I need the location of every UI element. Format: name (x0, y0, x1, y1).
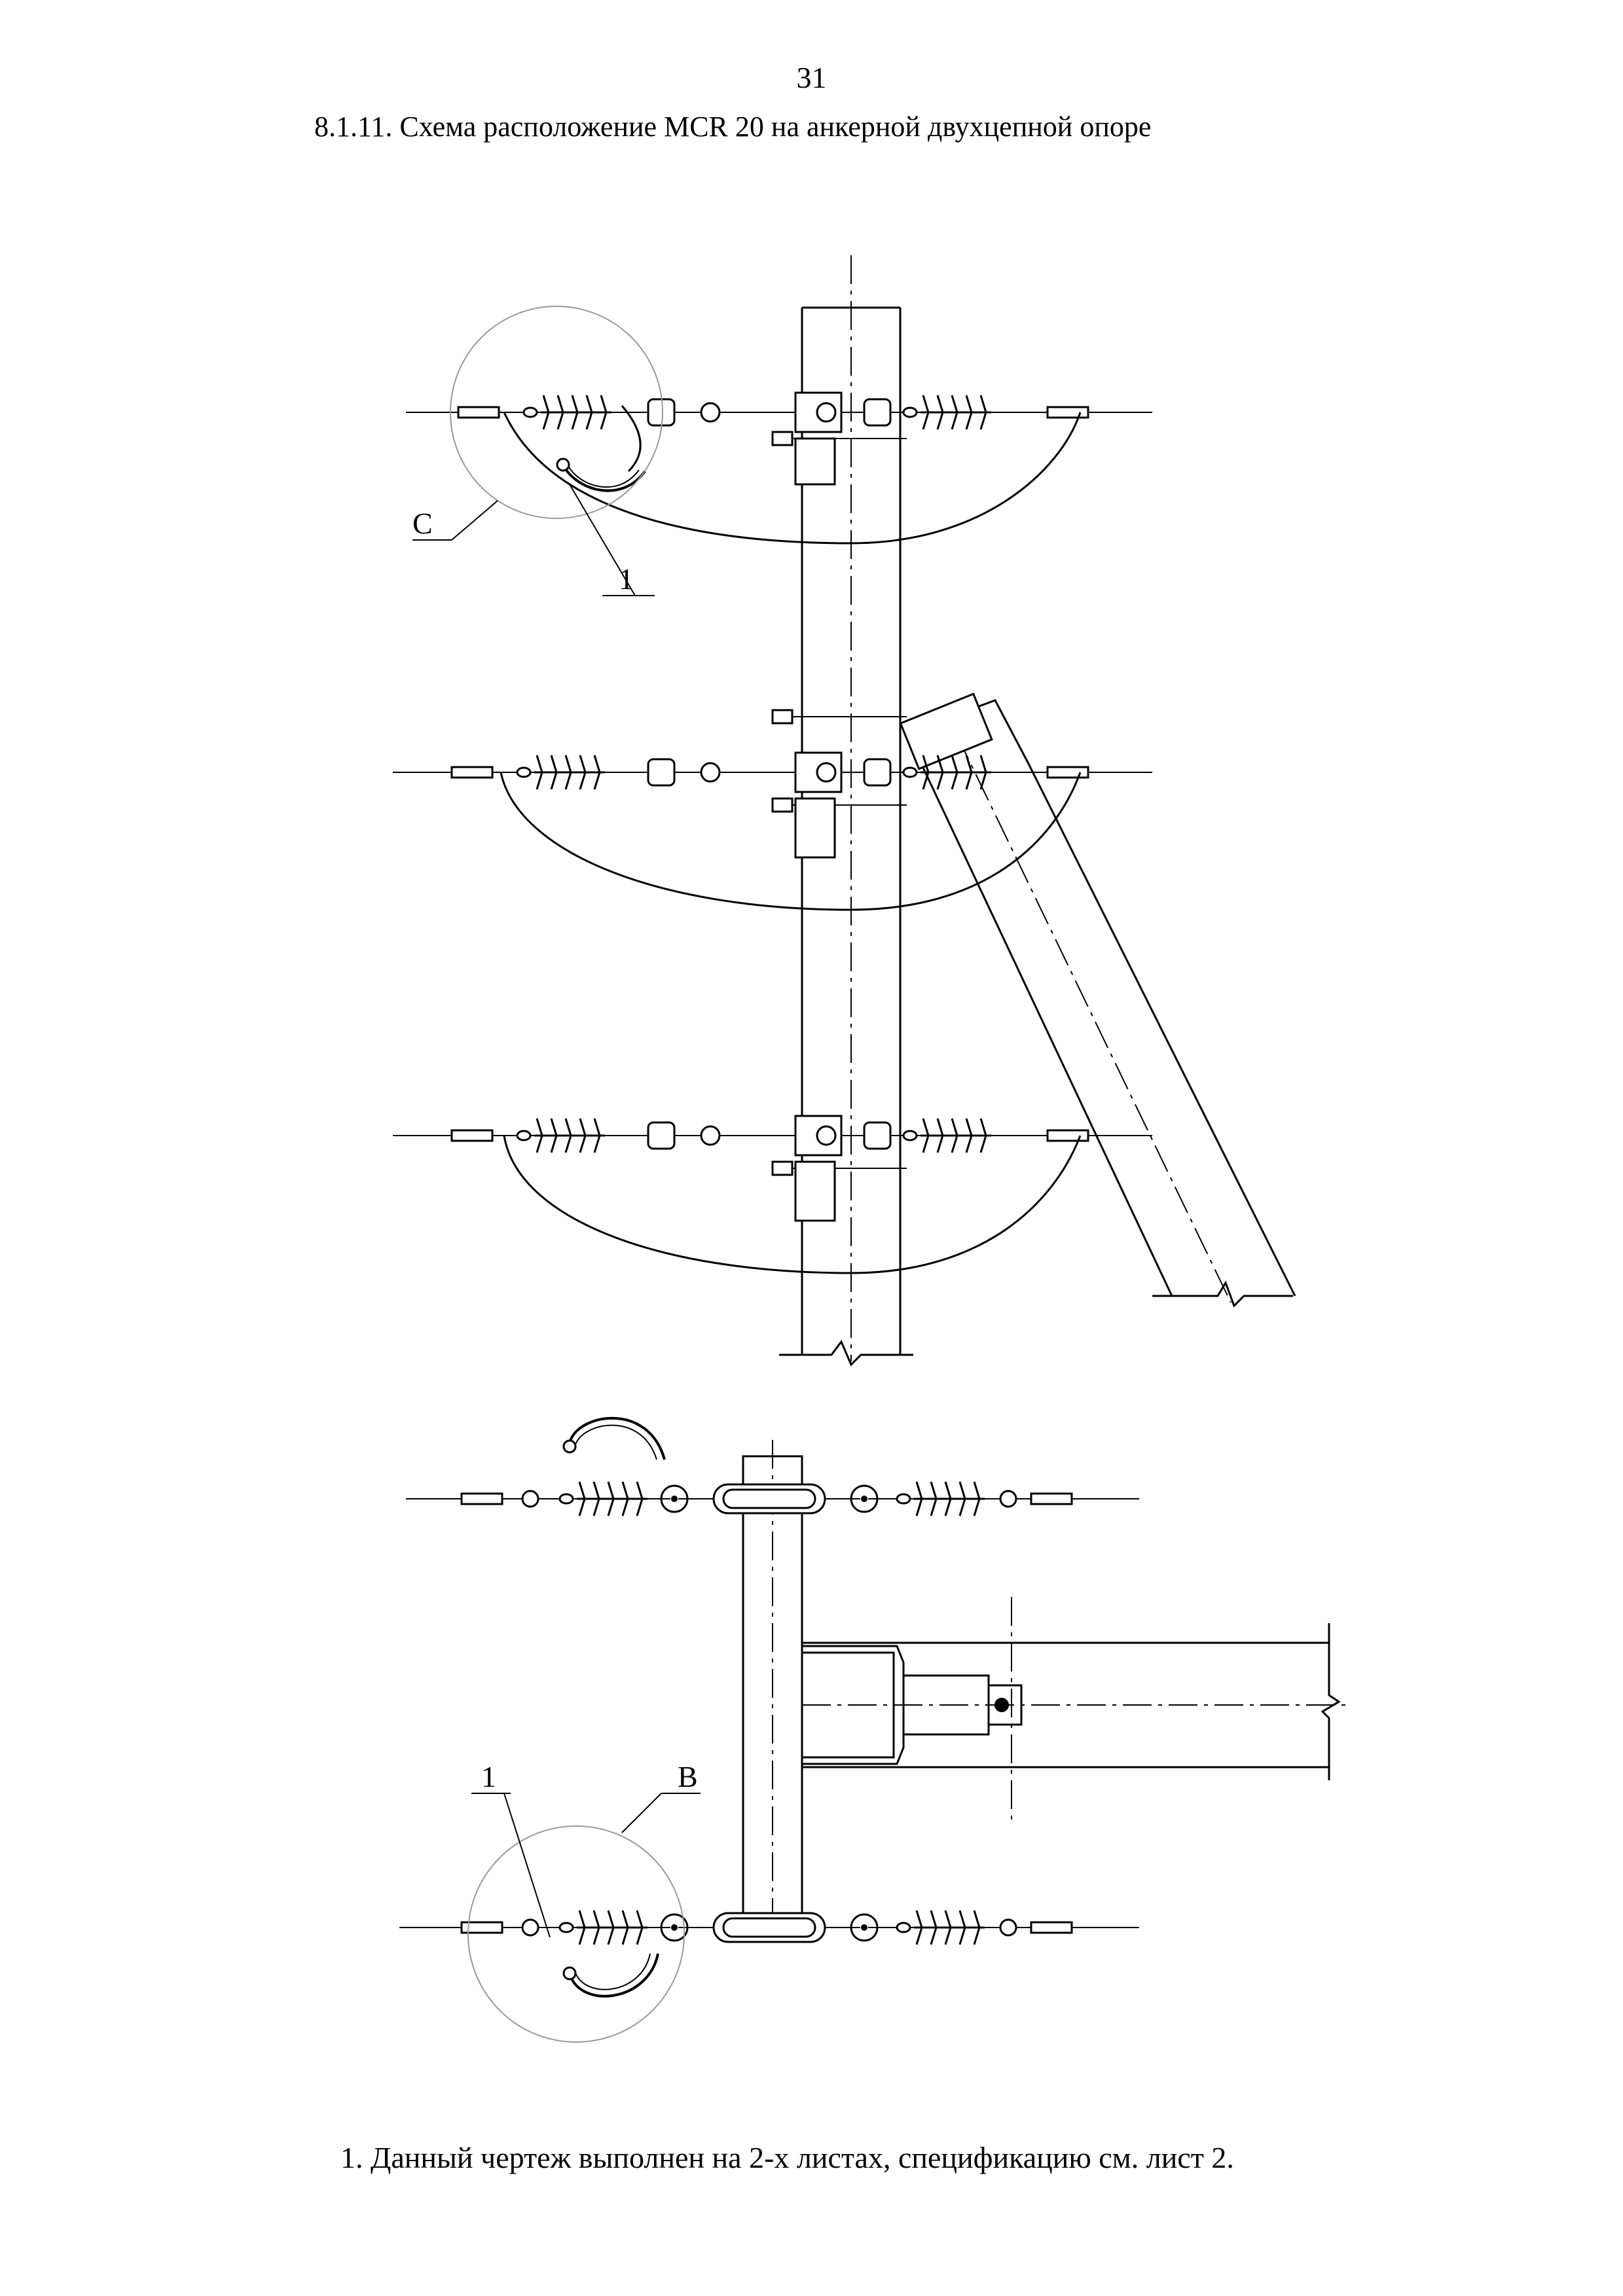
item-1-label-bottom: 1 (481, 1760, 496, 1793)
detail-c-circle (450, 306, 663, 519)
phase-row-top (406, 391, 1152, 545)
page-number: 31 (796, 61, 827, 94)
page-title: 8.1.11. Схема расположение MCR 20 на анк… (314, 111, 1152, 143)
detail-c-label: C (412, 507, 433, 540)
detail-b-label: B (678, 1760, 698, 1793)
plan-phase-bottom (399, 1909, 1139, 1998)
phase-row-middle (393, 709, 1152, 911)
detail-b-circle (467, 1825, 685, 2043)
phase-row-bottom (393, 1115, 1152, 1274)
plan-phase-top (406, 1416, 1139, 1517)
footnote: 1. Данный чертеж выполнен на 2-х листах,… (340, 2141, 1234, 2174)
item-1-label-top: 1 (619, 562, 634, 596)
